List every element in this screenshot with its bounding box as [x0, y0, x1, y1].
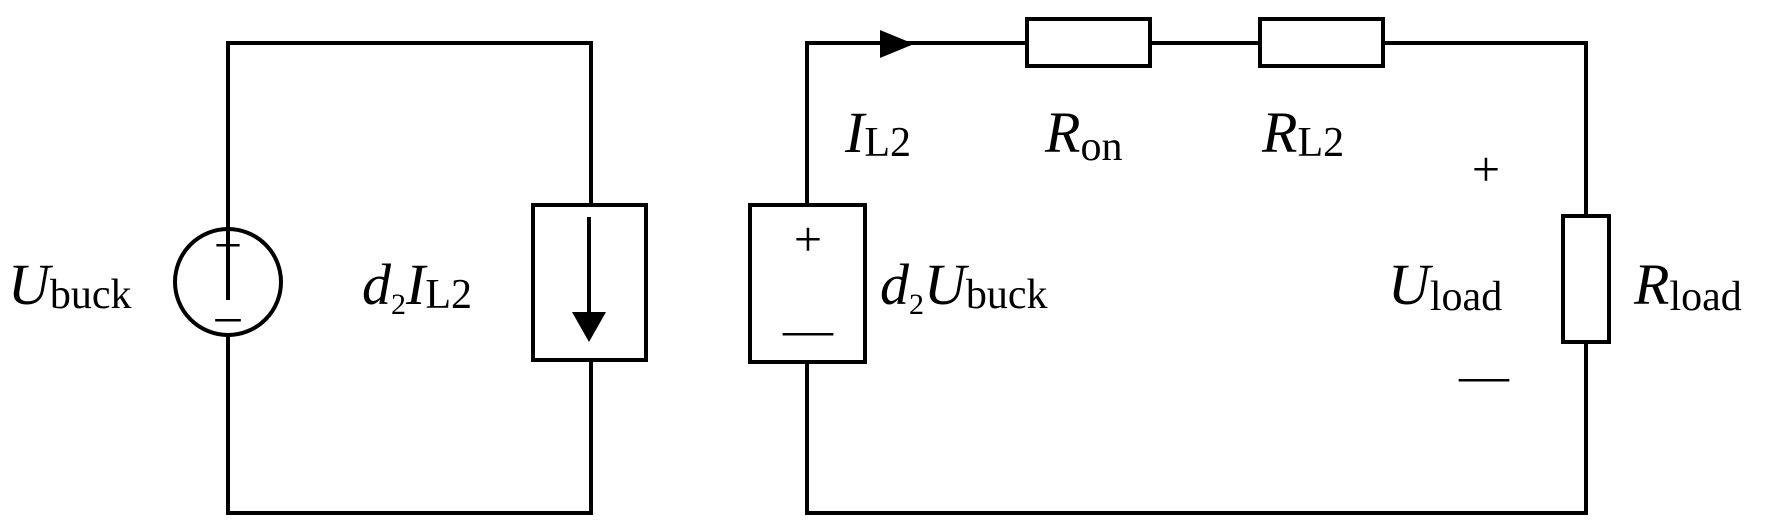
dependent-source-plus: +	[794, 211, 822, 267]
dependent-source-label: d2Ubuck	[880, 252, 1048, 321]
right-circuit: + — IL2 Ron RL2 d2Ubuck + Uload — Rload	[748, 17, 1742, 515]
voltage-source-plus: +	[214, 217, 242, 273]
right-loop-left-top-wire	[805, 41, 1027, 205]
resistor-r-load-label: Rload	[1633, 252, 1742, 320]
load-voltage-plus: +	[1472, 141, 1500, 197]
current-label-il2: IL2	[844, 100, 911, 166]
voltage-source-circle	[173, 227, 283, 337]
left-circuit: + – Ubuck d2IL2	[8, 41, 648, 515]
voltage-source-label: Ubuck	[8, 252, 132, 318]
resistor-r-load	[1561, 214, 1611, 344]
right-loop-bottom-wire	[805, 342, 1588, 515]
current-source-arrow-head	[572, 312, 606, 342]
voltage-source-minus: –	[215, 287, 242, 343]
resistor-r-l2	[1258, 17, 1385, 68]
dependent-voltage-source-box	[748, 203, 867, 364]
current-direction-arrow	[880, 30, 914, 58]
right-loop-right-top-wire	[1383, 41, 1588, 216]
resistor-r-on-label: Ron	[1044, 100, 1122, 170]
resistor-r-on	[1025, 17, 1152, 68]
resistor-r-l2-label: RL2	[1261, 100, 1344, 166]
load-voltage-minus: —	[1458, 347, 1510, 403]
left-loop-top-wire	[226, 41, 593, 300]
left-loop-bottom-wire	[226, 335, 593, 515]
dependent-source-minus: —	[782, 301, 834, 357]
current-source-label: d2IL2	[362, 252, 472, 321]
load-voltage-label: Uload	[1388, 252, 1502, 320]
